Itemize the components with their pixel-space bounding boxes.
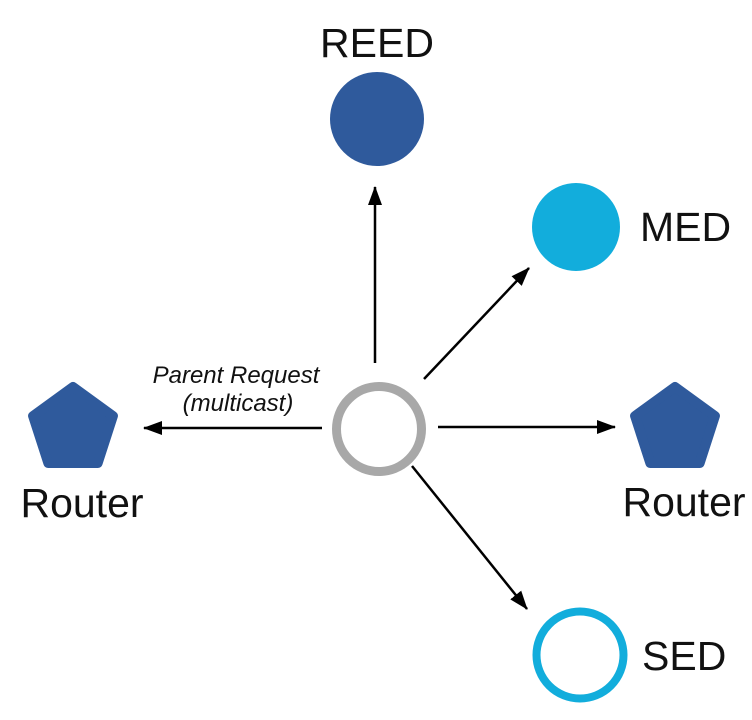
- reed-label: REED: [320, 20, 434, 66]
- center-node-icon: [332, 382, 426, 476]
- sed-label: SED: [642, 633, 726, 679]
- med-label: MED: [640, 204, 731, 250]
- arrow-to-sed: [411, 465, 528, 610]
- sed-node-icon: [532, 607, 628, 703]
- router-left-node-icon: [28, 382, 118, 468]
- router-right-label: Router: [622, 479, 745, 525]
- parent-request-annotation-line1: Parent Request: [153, 362, 321, 389]
- reed-node-icon: [330, 72, 424, 166]
- med-node-icon: [532, 183, 620, 271]
- arrow-to-med: [423, 267, 530, 380]
- router-left-label: Router: [20, 480, 143, 526]
- router-right-node-icon: [630, 382, 720, 468]
- parent-request-annotation-line2: (multicast): [183, 390, 294, 417]
